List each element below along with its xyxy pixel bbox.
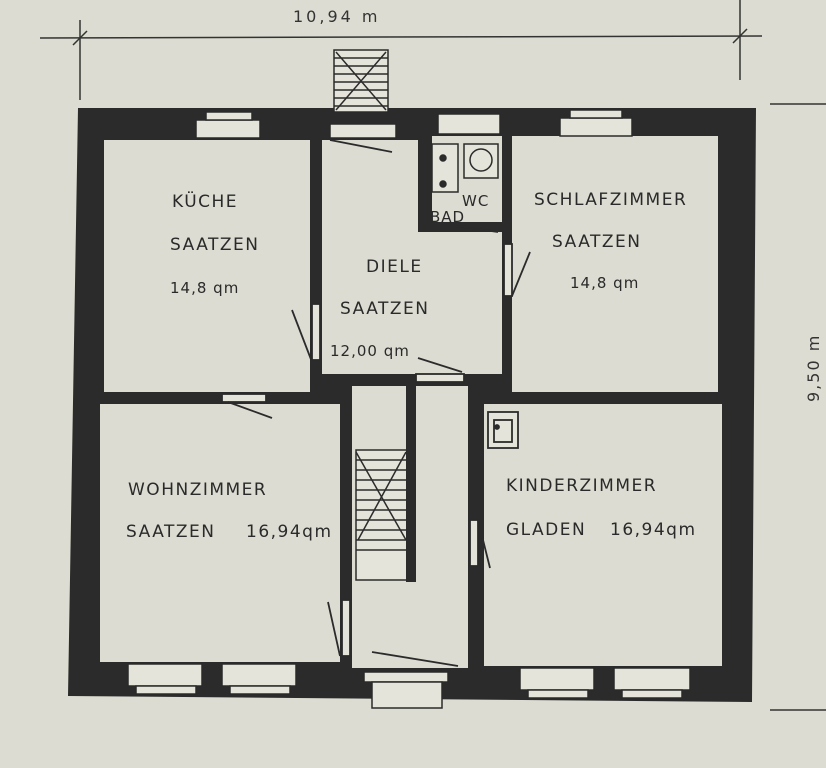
kueche-area: 14,8 qm xyxy=(170,279,240,297)
kinderzimmer-owner: GLADEN xyxy=(506,520,587,540)
interior-stair xyxy=(342,386,416,586)
wohnzimmer-owner: SAATZEN xyxy=(126,522,216,542)
wc-room-name: WC xyxy=(462,192,490,210)
width-dimension-line xyxy=(39,0,763,100)
height-dimension-line xyxy=(770,103,826,711)
wohnzimmer-room-name: WOHNZIMMER xyxy=(128,480,268,500)
kinderzimmer-area: 16,94qm xyxy=(610,520,697,540)
windows xyxy=(127,109,691,709)
kitchen-sink xyxy=(487,411,519,449)
schlafzimmer-area: 14,8 qm xyxy=(570,274,640,292)
diele-room-name: DIELE xyxy=(366,257,423,277)
bathroom-fixtures xyxy=(431,143,499,193)
kueche-room-name: KÜCHE xyxy=(172,192,239,212)
wohnzimmer-area: 16,94qm xyxy=(246,522,333,542)
bad-room-name: BAD xyxy=(430,208,466,226)
kueche-owner: SAATZEN xyxy=(170,235,260,255)
schlafzimmer-owner: SAATZEN xyxy=(552,232,642,252)
diele-owner: SAATZEN xyxy=(340,299,430,319)
exterior-stair xyxy=(333,49,389,113)
doors xyxy=(221,139,531,667)
kinderzimmer-room-name: KINDERZIMMER xyxy=(506,476,658,496)
diele-area: 12,00 qm xyxy=(330,342,410,360)
width-dimension-label: 10,94 m xyxy=(293,7,381,26)
height-dimension-label: 9,50 m xyxy=(804,333,823,402)
schlafzimmer-room-name: SCHLAFZIMMER xyxy=(534,190,688,210)
